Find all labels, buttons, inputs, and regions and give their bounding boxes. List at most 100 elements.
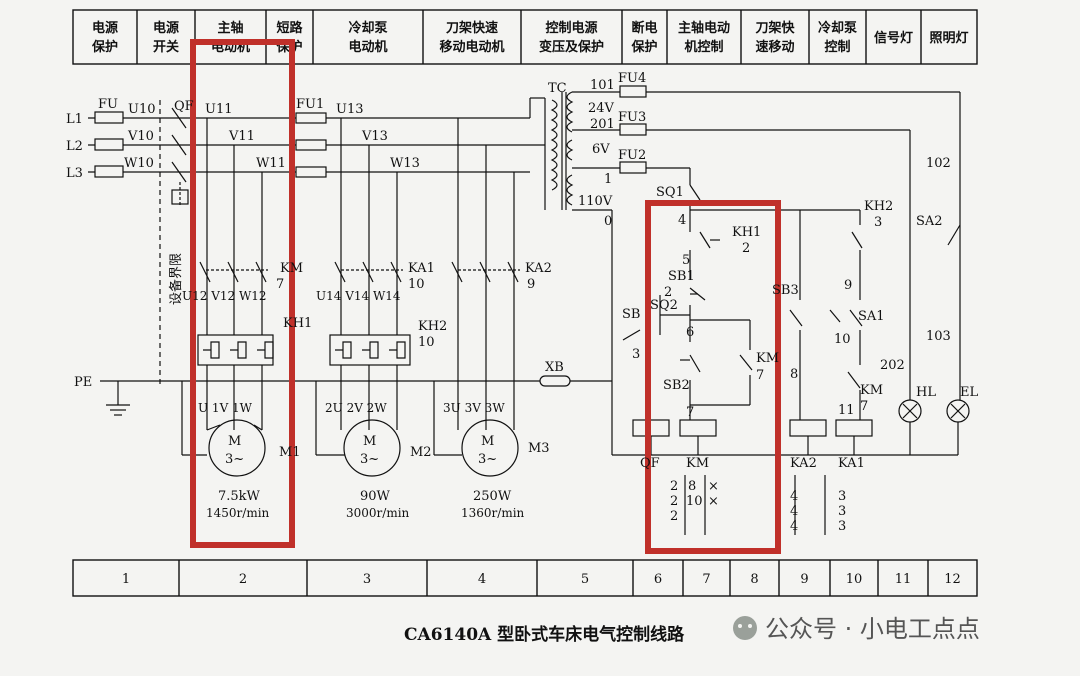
tr-1: 1: [604, 172, 612, 187]
header-cell-line1: 断电: [631, 20, 657, 36]
ctl-103: 103: [926, 329, 951, 344]
m3-speed: 1360r/min: [461, 506, 525, 520]
tr-24v: 24V: [588, 101, 615, 116]
header-cell-line1: 信号灯: [874, 30, 913, 46]
zone-number: 4: [478, 572, 486, 587]
ctl-kh1-ref: 2: [742, 241, 750, 256]
ctl-10: 10: [834, 332, 851, 347]
label-l3: L3: [66, 166, 83, 181]
ref-km-a3: 2: [670, 509, 678, 524]
tr-tc: TC: [548, 81, 567, 96]
circuit-labels: L1 L2 L3 FU U10 V10 W10 QF U11 V11 W11 F…: [66, 71, 978, 645]
ref-ka2-2: 4: [790, 504, 798, 519]
tr-fu4: FU4: [618, 71, 646, 86]
m3-contact: KA2: [525, 261, 552, 276]
ctl-kh2-ref: 3: [874, 215, 882, 230]
function-header-row: [72, 9, 978, 65]
function-header-labels: 电源保护电源开关主轴电动机短路保护冷却泵电动机刀架快速移动电动机控制电源变压及保…: [91, 20, 969, 55]
label-fu: FU: [98, 97, 118, 112]
label-v10: V10: [127, 129, 154, 144]
zone-number: 3: [363, 572, 371, 587]
diagram-caption: CA6140A 型卧式车床电气控制线路: [404, 624, 685, 645]
watermark-text: 公众号 · 小电工点点: [765, 615, 980, 643]
m2-speed: 3000r/min: [346, 506, 410, 520]
m2-relay-ref: 10: [418, 335, 435, 350]
label-fu1: FU1: [296, 97, 324, 112]
header-cell-line1: 刀架快: [755, 20, 795, 36]
highlight-control-branch: [645, 200, 781, 554]
m1-ph: 3~: [225, 452, 244, 467]
zone-number: 5: [581, 572, 589, 587]
ref-km-x1: ×: [708, 479, 719, 494]
ctl-sb3: SB3: [772, 283, 799, 298]
ctl-9: 9: [844, 278, 852, 293]
zone-number: 1: [122, 572, 130, 587]
header-cell-line2: 开关: [153, 39, 179, 55]
tr-6v: 6V: [592, 142, 610, 157]
label-w10: W10: [124, 156, 154, 171]
header-cell-line1: 电源: [153, 20, 179, 36]
coil-ka2: KA2: [790, 456, 817, 471]
m2-power: 90W: [360, 489, 391, 504]
label-equip-limit: 设备界限: [168, 253, 184, 305]
ref-km-a2: 2: [670, 494, 678, 509]
three-phase-bus: [88, 100, 612, 477]
highlight-main-motor: [190, 39, 295, 548]
m3-m: M: [481, 434, 494, 449]
ctl-kh2: KH2: [864, 199, 893, 214]
zone-number: 12: [944, 572, 961, 587]
header-cell-line2: 控制: [824, 39, 850, 55]
header-cell-line1: 照明灯: [929, 30, 968, 46]
ctl-sb: SB: [622, 307, 640, 322]
label-l1: L1: [66, 112, 83, 127]
ctl-4: 4: [678, 213, 686, 228]
m1-contact: KM: [280, 261, 303, 276]
coil-qf: QF: [640, 456, 660, 471]
m1-speed: 1450r/min: [206, 506, 270, 520]
header-cell-line2: 移动电动机: [439, 39, 504, 55]
m2-ph: 3~: [360, 452, 379, 467]
m1-name: M1: [279, 445, 301, 460]
label-v11: V11: [228, 129, 255, 144]
ref-km-a1: 2: [670, 479, 678, 494]
tr-fu3: FU3: [618, 110, 646, 125]
label-pe: PE: [74, 375, 92, 390]
ctl-5: 5: [682, 253, 690, 268]
header-cell-line1: 冷却泵: [818, 20, 857, 36]
m3-contact-ref: 9: [527, 277, 535, 292]
m3-name: M3: [528, 441, 550, 456]
header-cell-line2: 电动机: [348, 39, 387, 55]
zone-number: 6: [654, 572, 662, 587]
ctl-km2-ref: 7: [860, 399, 868, 414]
ref-ka1-2: 3: [838, 504, 846, 519]
ctl-km-ref: 7: [756, 368, 764, 383]
coil-ka1: KA1: [838, 456, 865, 471]
header-cell-line1: 冷却泵: [348, 20, 387, 36]
m2-name: M2: [410, 445, 432, 460]
ctl-6: 6: [686, 325, 694, 340]
watermark: 公众号 · 小电工点点: [733, 615, 980, 643]
m2-m: M: [363, 434, 376, 449]
zone-number: 11: [895, 572, 912, 587]
header-cell-line2: 速移动: [755, 39, 794, 55]
header-cell-line1: 电源: [92, 20, 118, 36]
m2-relay: KH2: [418, 319, 447, 334]
tr-xb: XB: [545, 360, 564, 375]
tr-110v: 110V: [578, 194, 613, 209]
header-cell-line1: 主轴: [217, 20, 243, 36]
label-u11: U11: [205, 102, 233, 117]
header-cell-line1: 控制电源: [545, 20, 597, 36]
header-cell-line2: 保护: [91, 39, 118, 55]
ctl-hl: HL: [916, 385, 936, 400]
highlight-boxes: [190, 39, 781, 554]
m2-contact-ref: 10: [408, 277, 425, 292]
m3-ph: 3~: [478, 452, 497, 467]
ctl-sq1: SQ1: [656, 185, 684, 200]
label-qf: QF: [174, 99, 194, 114]
m3-terms-bottom: 3U 3V 3W: [443, 401, 505, 415]
ctl-sa2: SA2: [916, 214, 943, 229]
m1-m: M: [228, 434, 241, 449]
